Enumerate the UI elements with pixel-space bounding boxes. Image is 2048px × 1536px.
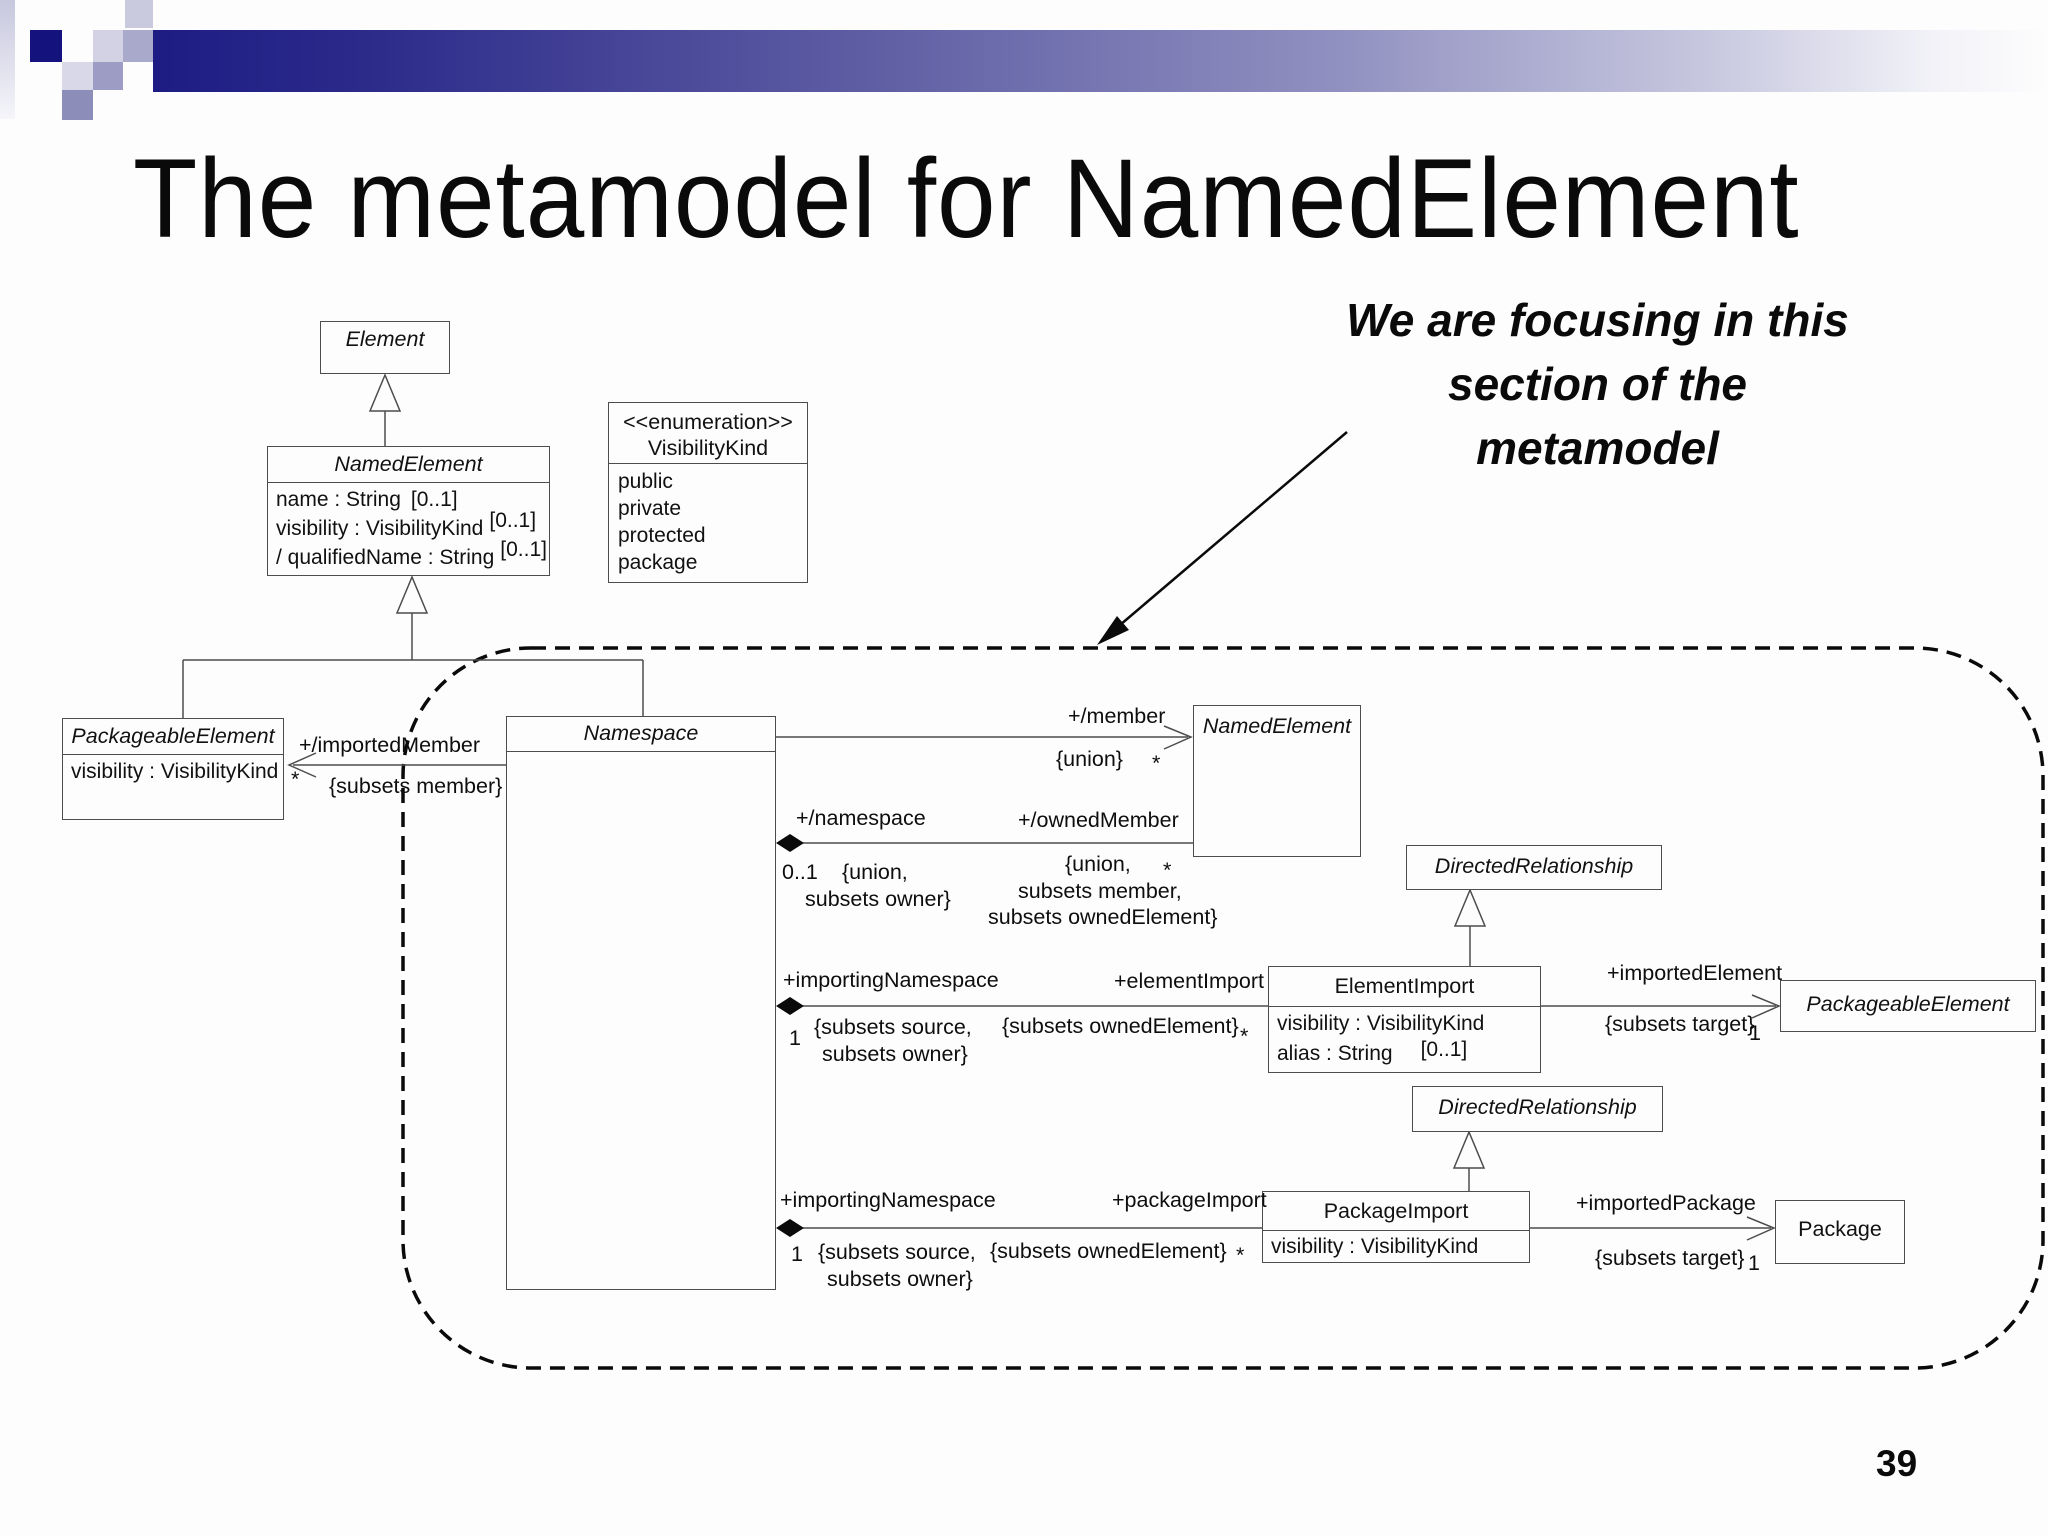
- assoc-mult-importingnamespace-pi: 1: [791, 1242, 803, 1266]
- class-title: NamedElement: [334, 452, 483, 476]
- assoc-mult-ownedmember: *: [1163, 858, 1172, 882]
- class-title: NamedElement: [1202, 714, 1352, 738]
- class-box-namedelement-2: NamedElement: [1193, 705, 1361, 857]
- assoc-role-member: +/member: [1068, 704, 1166, 728]
- open-arrowhead-importedelement: [1751, 994, 1781, 1019]
- class-attribute: visibility : VisibilityKind: [71, 760, 279, 783]
- enum-literal: public: [618, 470, 673, 493]
- assoc-mult-namespace: 0..1: [782, 860, 818, 884]
- header-left-strip: [0, 0, 15, 119]
- assoc-mult-member: *: [1152, 751, 1161, 775]
- class-box-packageableelement: PackageableElement visibility : Visibili…: [62, 718, 284, 820]
- class-box-directedrelationship-2: DirectedRelationship: [1412, 1086, 1663, 1132]
- generalization-triangle-element: [368, 373, 402, 412]
- class-attribute: visibility : VisibilityKind: [1271, 1235, 1479, 1258]
- class-title: Element: [345, 327, 425, 351]
- class-attribute: visibility : VisibilityKind[0..1]: [276, 509, 537, 540]
- assoc-role-elementimport: +elementImport: [1114, 969, 1264, 993]
- deco-square-mid: [123, 30, 153, 62]
- class-attribute: / qualifiedName : String[0..1]: [276, 538, 547, 569]
- header-gradient-bar: [153, 30, 2048, 92]
- class-box-packageimport: PackageImport visibility : VisibilityKin…: [1262, 1191, 1530, 1263]
- annotation-arrowhead: [1097, 616, 1129, 645]
- class-attribute: name : String[0..1]: [276, 488, 458, 511]
- class-title: PackageableElement: [1806, 992, 2010, 1016]
- assoc-constraint-pi-left-2: subsets owner}: [827, 1267, 973, 1291]
- assoc-role-importedelement: +importedElement: [1607, 961, 1783, 985]
- enum-literal: private: [618, 497, 682, 520]
- deco-square-navy: [30, 30, 62, 62]
- assoc-constraint-owned-right-3: subsets ownedElement}: [988, 905, 1218, 929]
- class-attribute: visibility : VisibilityKind: [1277, 1012, 1485, 1035]
- assoc-constraint-owned-left-1: {union,: [842, 860, 908, 884]
- composition-diamond-elementimport: [776, 997, 804, 1015]
- assoc-role-importedmember: +/importedMember: [299, 733, 481, 757]
- assoc-constraint-importedmember: {subsets member}: [329, 774, 503, 798]
- annotation-callout: We are focusing in this section of the m…: [1346, 294, 1849, 474]
- assoc-role-importingnamespace-pi: +importingNamespace: [780, 1188, 996, 1212]
- assoc-mult-importingnamespace-ei: 1: [789, 1026, 801, 1050]
- enum-title: VisibilityKind: [647, 436, 769, 460]
- assoc-mult-importedpackage: 1: [1748, 1251, 1760, 1275]
- enum-stereotype: <<enumeration>>: [623, 410, 793, 434]
- assoc-constraint-ei-left-2: subsets owner}: [822, 1042, 968, 1066]
- generalization-triangle-directedrel1: [1453, 888, 1487, 927]
- class-title: DirectedRelationship: [1434, 854, 1634, 878]
- enum-literal: package: [618, 551, 698, 574]
- assoc-constraint-importedelement: {subsets target}: [1605, 1012, 1755, 1036]
- class-title: DirectedRelationship: [1438, 1095, 1637, 1119]
- assoc-constraint-owned-left-2: subsets owner}: [805, 887, 951, 911]
- composition-diamond-packageimport: [776, 1219, 804, 1237]
- class-box-namedelement: NamedElement name : String[0..1] visibil…: [267, 446, 550, 576]
- assoc-role-importingnamespace-ei: +importingNamespace: [783, 968, 999, 992]
- page-title: The metamodel for NamedElement: [133, 136, 1800, 261]
- assoc-constraint-pi-right: {subsets ownedElement}: [990, 1239, 1227, 1263]
- class-title: PackageImport: [1323, 1199, 1469, 1223]
- class-box-packageableelement-2: PackageableElement: [1780, 980, 2036, 1032]
- class-attribute: alias : String[0..1]: [1277, 1038, 1468, 1065]
- enum-box-visibilitykind: <<enumeration>> VisibilityKind public pr…: [608, 402, 808, 583]
- generalization-triangle-namedelement: [395, 575, 429, 614]
- deco-square-dark: [62, 90, 93, 120]
- assoc-role-importedpackage: +importedPackage: [1576, 1191, 1756, 1215]
- assoc-mult-elementimport: *: [1240, 1024, 1249, 1048]
- class-title: Package: [1798, 1217, 1882, 1241]
- deco-square-light2: [62, 62, 93, 90]
- open-arrowhead-importedpackage: [1746, 1216, 1776, 1241]
- class-box-elementimport: ElementImport visibility : VisibilityKin…: [1268, 966, 1541, 1073]
- generalization-triangle-directedrel2: [1452, 1130, 1486, 1169]
- deco-square-light: [93, 30, 123, 62]
- assoc-mult-importedelement: 1: [1749, 1021, 1761, 1045]
- assoc-constraint-owned-right-1: {union,: [1065, 852, 1131, 876]
- deco-square-mid2: [93, 62, 123, 90]
- assoc-mult-packageimport: *: [1236, 1243, 1245, 1267]
- class-title: ElementImport: [1334, 974, 1475, 998]
- class-title: PackageableElement: [71, 724, 275, 748]
- class-title: Namespace: [583, 721, 699, 745]
- assoc-constraint-pi-left-1: {subsets source,: [818, 1240, 976, 1264]
- assoc-constraint-ei-left-1: {subsets source,: [814, 1015, 972, 1039]
- assoc-constraint-member: {union}: [1056, 747, 1123, 771]
- page-number: 39: [1876, 1443, 1918, 1484]
- open-arrowhead-member: [1163, 725, 1193, 750]
- class-box-namespace: Namespace: [506, 716, 776, 1290]
- assoc-role-namespace: +/namespace: [796, 806, 926, 830]
- assoc-constraint-importedpackage: {subsets target}: [1595, 1246, 1745, 1270]
- class-box-directedrelationship-1: DirectedRelationship: [1406, 845, 1662, 890]
- deco-square-top: [125, 0, 153, 28]
- assoc-role-ownedmember: +/ownedMember: [1018, 808, 1179, 832]
- composition-diamond-ownedmember: [776, 834, 804, 852]
- assoc-constraint-owned-right-2: subsets member,: [1018, 879, 1182, 903]
- assoc-constraint-ei-right: {subsets ownedElement}: [1002, 1014, 1239, 1038]
- enum-literal: protected: [618, 524, 706, 547]
- class-box-package: Package: [1775, 1200, 1905, 1264]
- assoc-mult-importedmember: *: [291, 767, 300, 791]
- class-box-element: Element: [320, 321, 450, 374]
- assoc-role-packageimport: +packageImport: [1112, 1188, 1267, 1212]
